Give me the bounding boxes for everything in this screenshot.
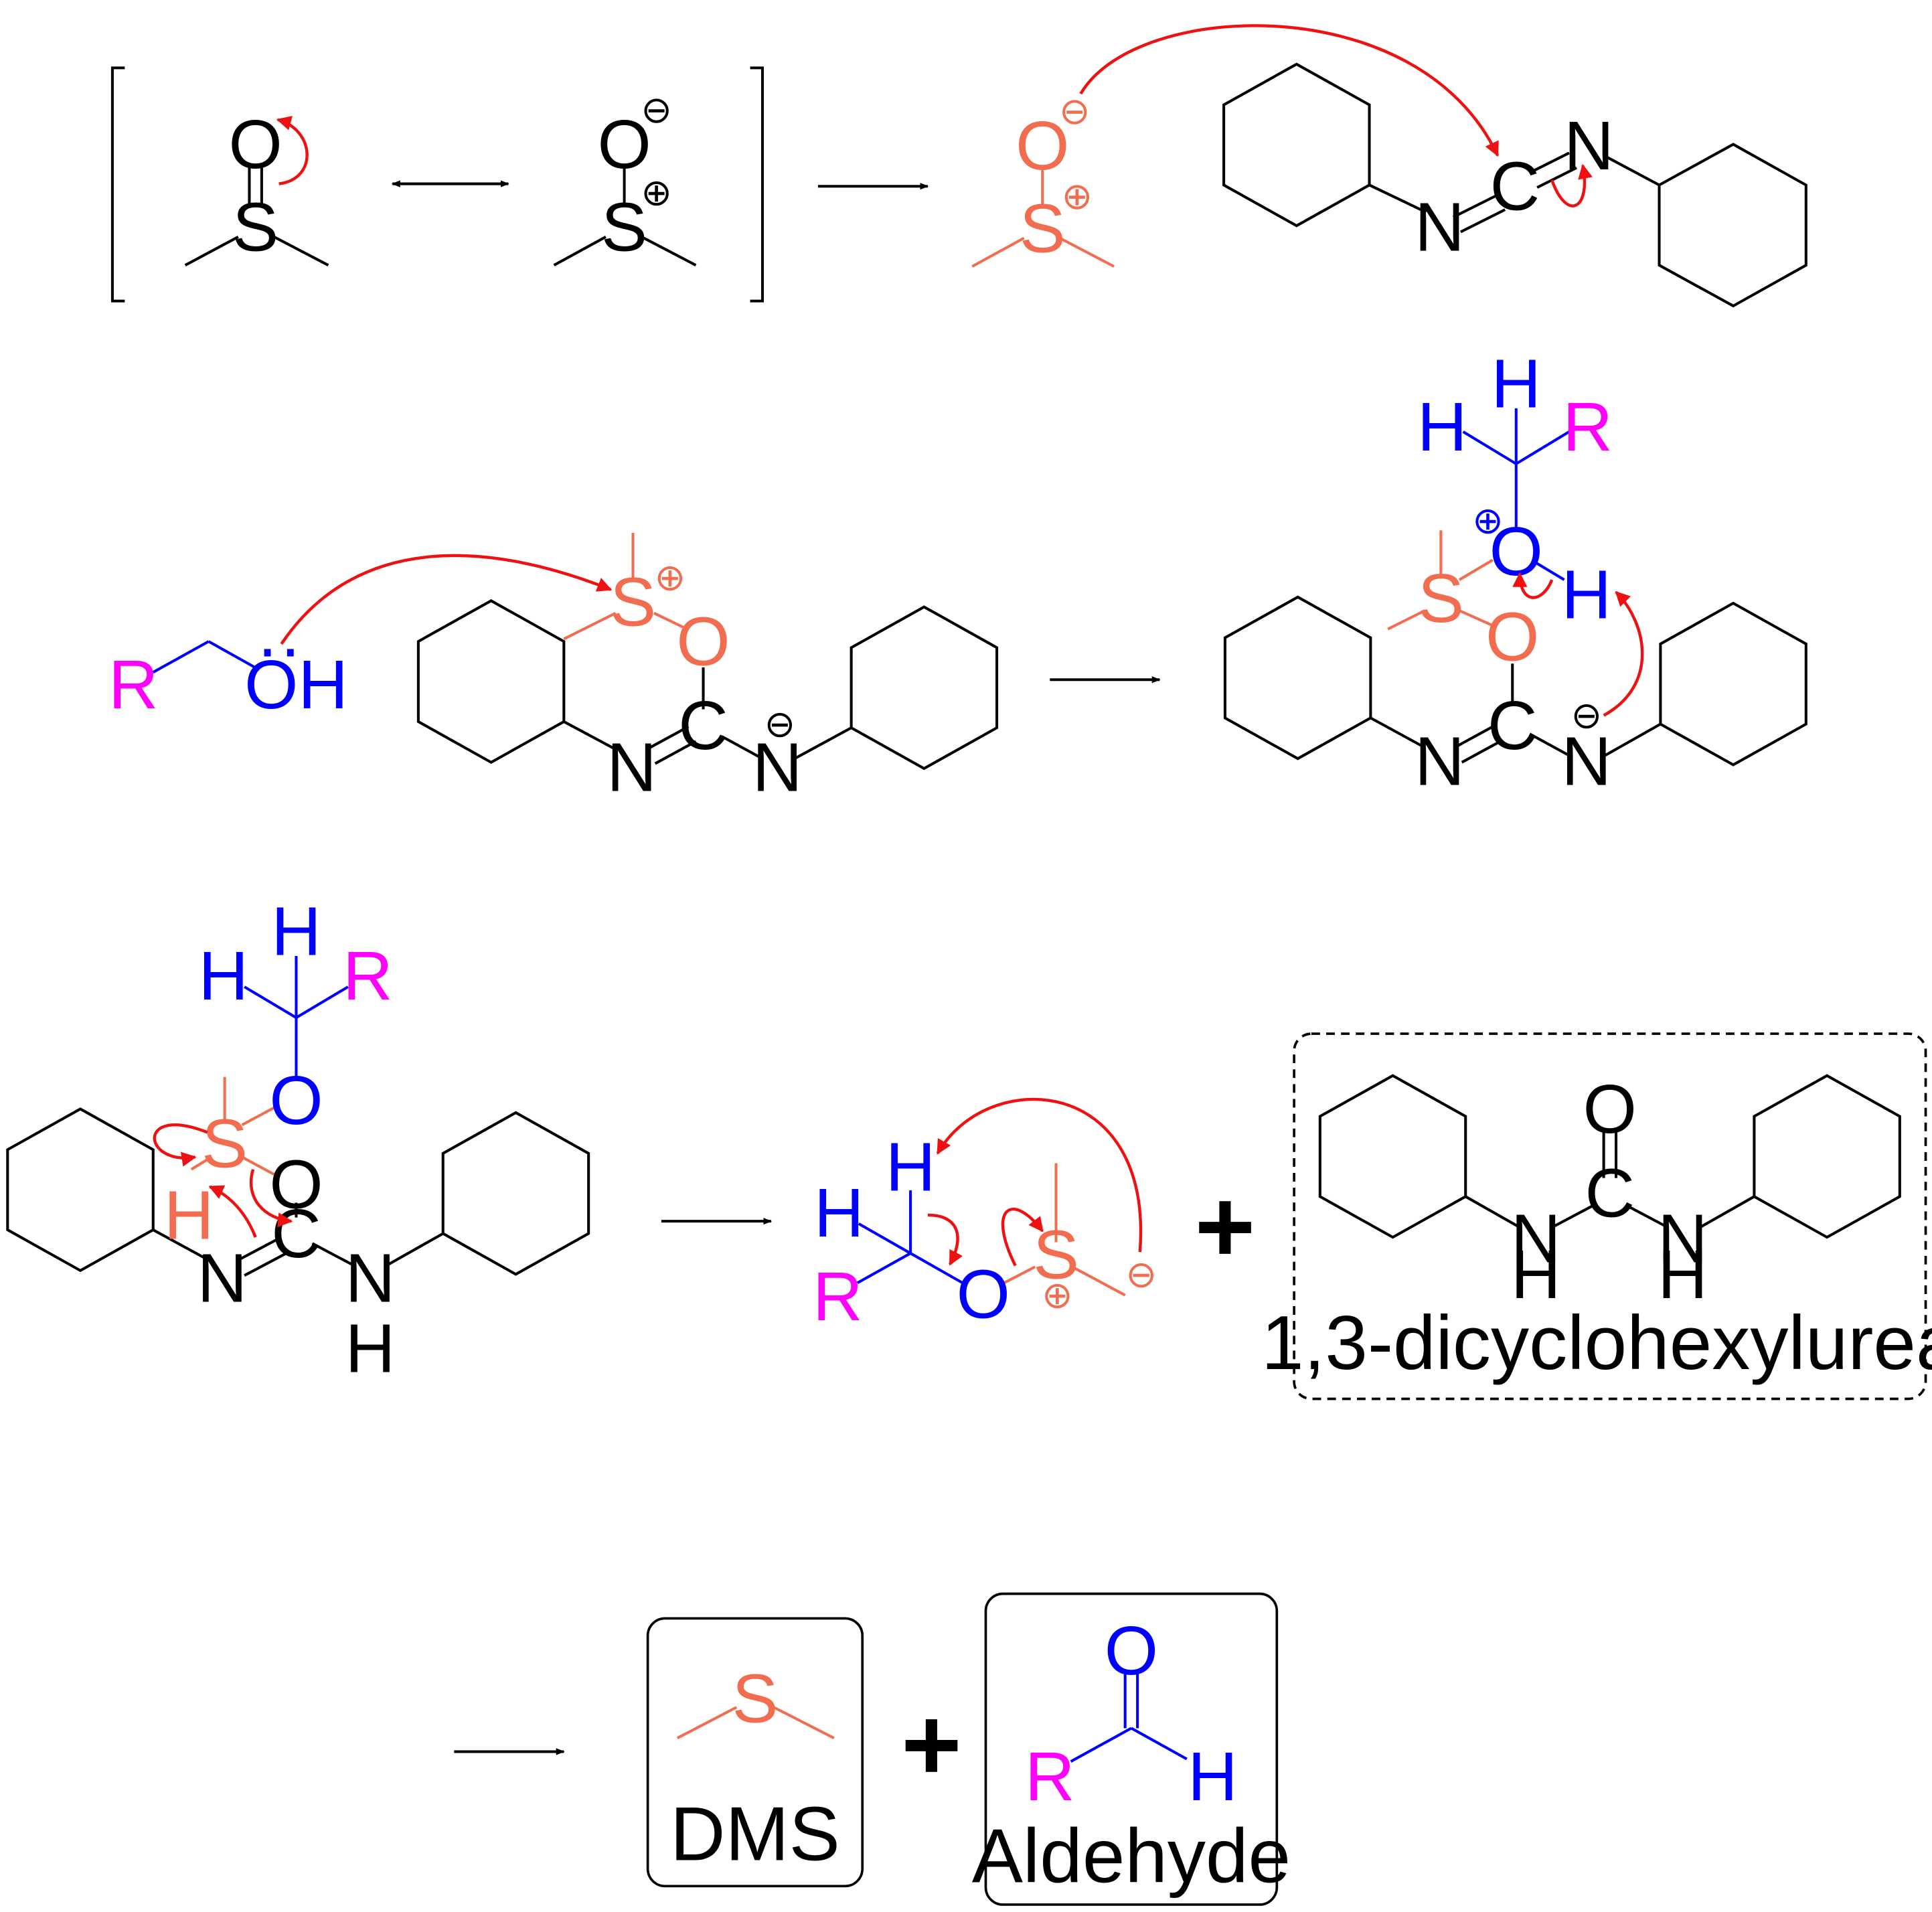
nitrogen-atom: N <box>1658 1200 1708 1277</box>
negative-charge: ⊖ <box>1125 1253 1156 1295</box>
lone-pair: ·· <box>256 609 302 686</box>
electron-arrow <box>1001 1208 1044 1267</box>
sulfur-atom: S <box>1418 560 1464 637</box>
sulfur-atom: S <box>232 189 278 266</box>
hydrogen-atom: H <box>1492 345 1542 422</box>
electron-arrow <box>936 1097 1143 1253</box>
sulfonium-ylide-precursor: H H R O S H O C N N H <box>6 893 590 1386</box>
hydrogen-atom: H <box>1511 1236 1561 1313</box>
electron-arrow <box>249 1169 293 1228</box>
nitrogen-atom: N <box>197 1239 248 1316</box>
oxygen-atom: O <box>676 603 730 680</box>
oxygen-atom: O <box>269 1062 323 1139</box>
hydrogen-atom: H <box>199 937 249 1014</box>
positive-charge: ⊕ <box>1062 175 1093 217</box>
oxygen-atom: O <box>269 1145 323 1222</box>
nitrogen-atom: N <box>1415 189 1465 266</box>
r-group: R <box>1562 388 1613 465</box>
electron-arrow <box>276 116 309 185</box>
nitrogen-atom: N <box>345 1239 396 1316</box>
nitrogen-atom: N <box>1511 1200 1561 1277</box>
proton-transfer-arrow <box>208 1185 257 1238</box>
dmso-activated-oxygen: O S ⊖ ⊕ <box>971 90 1115 268</box>
dms-label: DMS <box>670 1791 840 1877</box>
negative-charge: ⊖ <box>641 89 671 131</box>
sulfur-atom: S <box>732 1660 779 1737</box>
carbon-atom: C <box>271 1195 321 1272</box>
dmso-resonance-bracket <box>110 66 764 303</box>
carbon-atom: C <box>1490 148 1540 225</box>
proton-transfer-arrow <box>1603 590 1644 717</box>
dmso-double-bond-form: O S <box>184 106 329 266</box>
sulfur-atom: S <box>1020 189 1066 266</box>
aldehyde-product-box: O R H Aldehyde <box>972 1592 1291 1906</box>
hydrogen-atom: H <box>164 1176 214 1253</box>
positive-charge: ⊕ <box>1472 500 1503 542</box>
hydrogen-atom: H <box>1562 556 1612 633</box>
negative-charge: ⊖ <box>764 704 795 745</box>
oxygen-atom: O <box>1485 598 1539 675</box>
nitrogen-atom: N <box>752 729 803 806</box>
electron-arrow <box>153 1123 208 1167</box>
carbon-atom: C <box>1585 1154 1635 1231</box>
dicyclohexylurea-box: O C N H N H 1,3-dicyclohexylurea <box>1261 1032 1932 1401</box>
plus-sign: + <box>1195 1168 1255 1284</box>
oxygen-atom: O <box>597 106 651 183</box>
r-group: R <box>108 646 159 723</box>
dcu-label: 1,3-dicyclohexylurea <box>1261 1301 1932 1386</box>
carbon-atom: C <box>1487 687 1538 764</box>
carbon-atom: C <box>678 687 728 764</box>
nucleophilic-attack-arrow <box>280 554 613 645</box>
r-group: R <box>813 1258 863 1335</box>
r-group: R <box>343 937 393 1014</box>
dmso-charge-separated-form: O S ⊖ ⊕ <box>553 89 697 266</box>
primary-alcohol: R OH ·· <box>108 609 348 723</box>
hydrogen-atom: H <box>1658 1236 1708 1313</box>
alkoxysulfonium-intermediate: H H R O ⊕ H S O C N N ⊖ <box>1223 345 1807 799</box>
nucleophilic-attack-arrow <box>1079 24 1500 157</box>
nitrogen-atom: N <box>1415 722 1465 799</box>
o-sulfonium-isourea: S ⊕ O C N N ⊖ <box>416 532 999 806</box>
sulfur-ylide: H H R O S ⊕ ⊖ <box>813 1097 1157 1335</box>
sulfur-atom: S <box>610 564 656 641</box>
hydrogen-atom: H <box>1188 1738 1238 1815</box>
dms-product-box: S DMS <box>646 1617 864 1888</box>
sulfur-atom: S <box>202 1105 248 1182</box>
hydrogen-atom: H <box>814 1174 864 1251</box>
oxygen-atom: O <box>957 1255 1010 1332</box>
hydrogen-atom: H <box>886 1129 936 1206</box>
positive-charge: ⊕ <box>1042 1275 1072 1316</box>
negative-charge: ⊖ <box>1059 90 1090 132</box>
positive-charge: ⊕ <box>641 171 671 213</box>
hydrogen-atom: H <box>345 1309 396 1386</box>
oxygen-atom: O <box>229 106 283 183</box>
dcc-molecule: N C N <box>1222 62 1807 308</box>
hydrogen-atom: H <box>1417 388 1467 465</box>
oxygen-atom: O <box>1016 107 1069 184</box>
nitrogen-atom: N <box>1564 107 1614 184</box>
hydrogen-atom: H <box>271 893 321 970</box>
oxygen-atom: O <box>1105 1612 1158 1689</box>
electron-arrow <box>927 1213 963 1266</box>
positive-charge: ⊕ <box>655 556 686 598</box>
electron-arrow <box>1512 572 1554 599</box>
nitrogen-atom: N <box>607 729 657 806</box>
hydroxyl-group: OH <box>244 646 348 723</box>
plus-sign: + <box>901 1686 961 1802</box>
sulfur-atom: S <box>601 189 647 266</box>
aldehyde-label: Aldehyde <box>972 1814 1291 1899</box>
electron-arrow <box>1550 163 1593 208</box>
nitrogen-atom: N <box>1562 722 1612 799</box>
r-group: R <box>1025 1738 1075 1815</box>
negative-charge: ⊖ <box>1571 695 1602 736</box>
oxygen-atom: O <box>1583 1070 1637 1147</box>
